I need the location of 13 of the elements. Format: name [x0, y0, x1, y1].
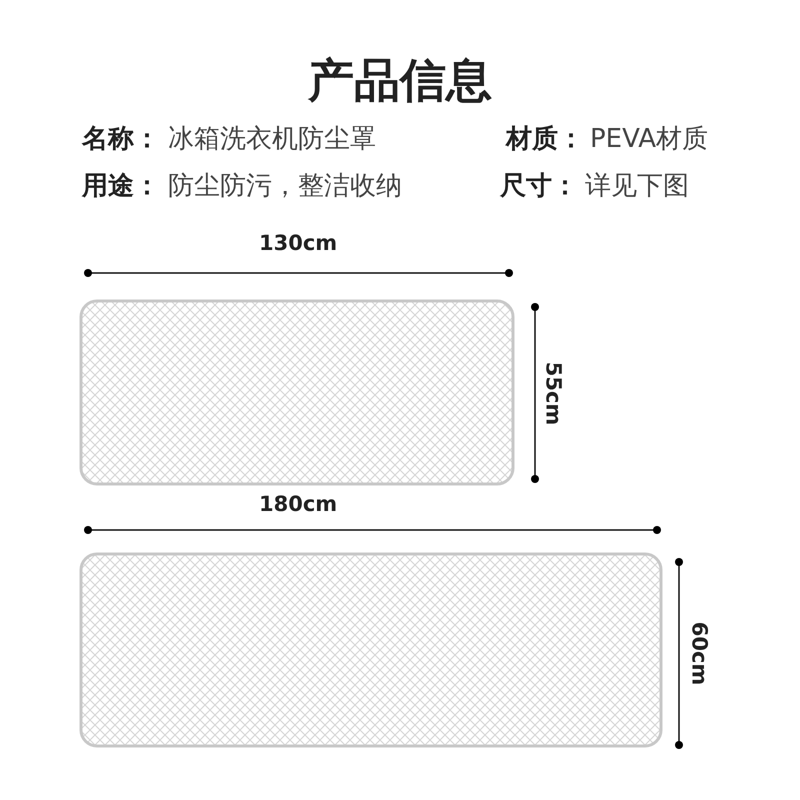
- field-value: PEVA材质: [590, 126, 708, 152]
- field-label: 材质：: [506, 126, 584, 152]
- dimension-label: 130cm: [259, 232, 338, 254]
- dimension-label: 180cm: [259, 494, 338, 514]
- field-value: 详见下图: [585, 173, 689, 199]
- field-value: 防尘防污，整洁收纳: [168, 173, 402, 199]
- dimension-label: 60cm: [688, 621, 710, 685]
- field-label: 名称：: [82, 126, 160, 152]
- title: 产品信息: [306, 57, 493, 103]
- dimension-label: 55cm: [542, 361, 564, 425]
- field-label: 用途：: [82, 173, 160, 199]
- field-value: 冰箱洗衣机防尘罩: [168, 126, 376, 152]
- field-label: 尺寸：: [500, 173, 578, 199]
